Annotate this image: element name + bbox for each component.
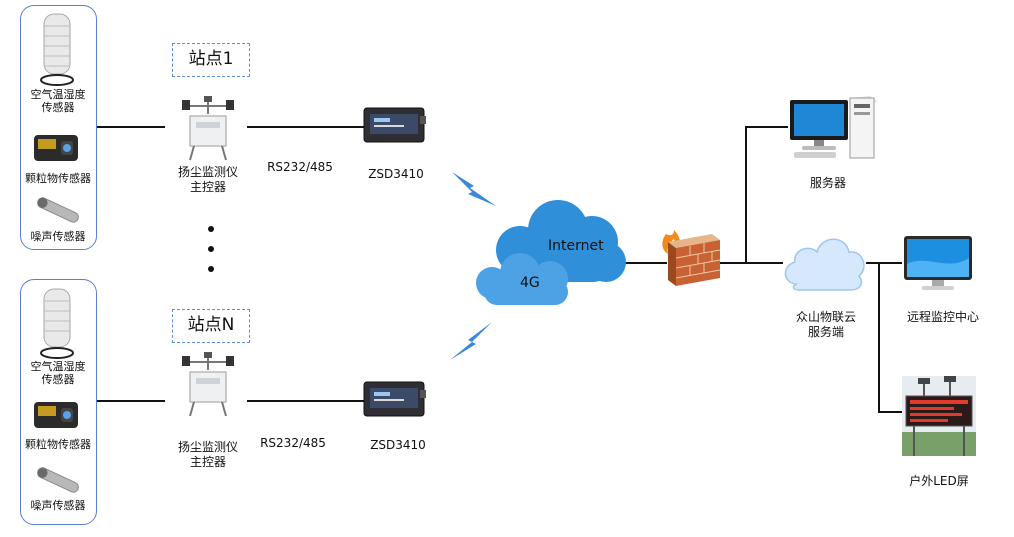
- link-cloud-remote: [866, 262, 902, 264]
- link-controller1-gateway1: [247, 126, 365, 128]
- link-firewall-cloud: [718, 262, 783, 264]
- more-stations-dots: [208, 226, 216, 276]
- link-controller2-gateway2: [247, 400, 365, 402]
- protocol-label-2: RS232/485: [260, 436, 326, 450]
- station-label-1: 站点1: [172, 43, 250, 77]
- outdoor-led-label: 户外LED屏: [909, 474, 969, 488]
- remote-center-label: 远程监控中心: [906, 310, 979, 324]
- station-label-n: 站点N: [172, 309, 250, 343]
- noise-sensor-icon-2: [37, 467, 79, 493]
- internet-label: Internet: [548, 238, 604, 254]
- particle-sensor-icon-2: [34, 402, 78, 428]
- particle-sensor-label-1: 颗粒物传感器: [25, 172, 91, 185]
- link-sensors1-controller1: [95, 126, 165, 128]
- gateway-label-2: ZSD3410: [370, 438, 426, 452]
- dust-monitor-controller-icon-1: [182, 96, 234, 161]
- server-label: 服务器: [809, 176, 846, 190]
- gateway-label-1: ZSD3410: [368, 167, 424, 181]
- gateway-device-icon-1: [363, 107, 426, 143]
- 4g-cloud-icon: [476, 253, 568, 305]
- server-computer-icon: [790, 96, 878, 159]
- noise-sensor-label-2: 噪声传感器: [30, 499, 86, 512]
- link-internet-firewall: [622, 262, 667, 264]
- remote-monitor-icon: [904, 236, 972, 290]
- iot-cloud-label: 众山物联云 服务端: [795, 310, 856, 339]
- air-temp-humidity-sensor-icon-1: [40, 13, 74, 86]
- link-to-led: [878, 411, 902, 413]
- controller-label-1: 扬尘监测仪 主控器: [177, 165, 238, 194]
- particle-sensor-icon-1: [34, 135, 78, 161]
- noise-sensor-label-1: 噪声传感器: [30, 230, 86, 243]
- wireless-lightning-icon-top: [452, 172, 496, 206]
- wireless-lightning-icon-bottom: [450, 322, 492, 360]
- link-vertical-server: [745, 126, 747, 263]
- link-sensors2-controller2: [95, 400, 165, 402]
- 4g-label: 4G: [520, 275, 540, 291]
- air-sensor-label-1: 空气温湿度 传感器: [30, 88, 86, 114]
- link-vertical-led: [878, 262, 880, 412]
- link-to-server: [745, 126, 788, 128]
- particle-sensor-label-2: 颗粒物传感器: [25, 438, 91, 451]
- controller-label-2: 扬尘监测仪 主控器: [177, 440, 238, 469]
- air-sensor-label-2: 空气温湿度 传感器: [30, 360, 86, 386]
- iot-cloud-icon: [784, 238, 865, 291]
- gateway-device-icon-2: [363, 381, 426, 417]
- firewall-icon: [662, 230, 721, 286]
- noise-sensor-icon-1: [37, 197, 79, 223]
- dust-monitor-controller-icon-2: [182, 352, 234, 417]
- outdoor-led-screen-icon: [902, 376, 976, 456]
- protocol-label-1: RS232/485: [267, 160, 333, 174]
- air-temp-humidity-sensor-icon-2: [40, 288, 74, 359]
